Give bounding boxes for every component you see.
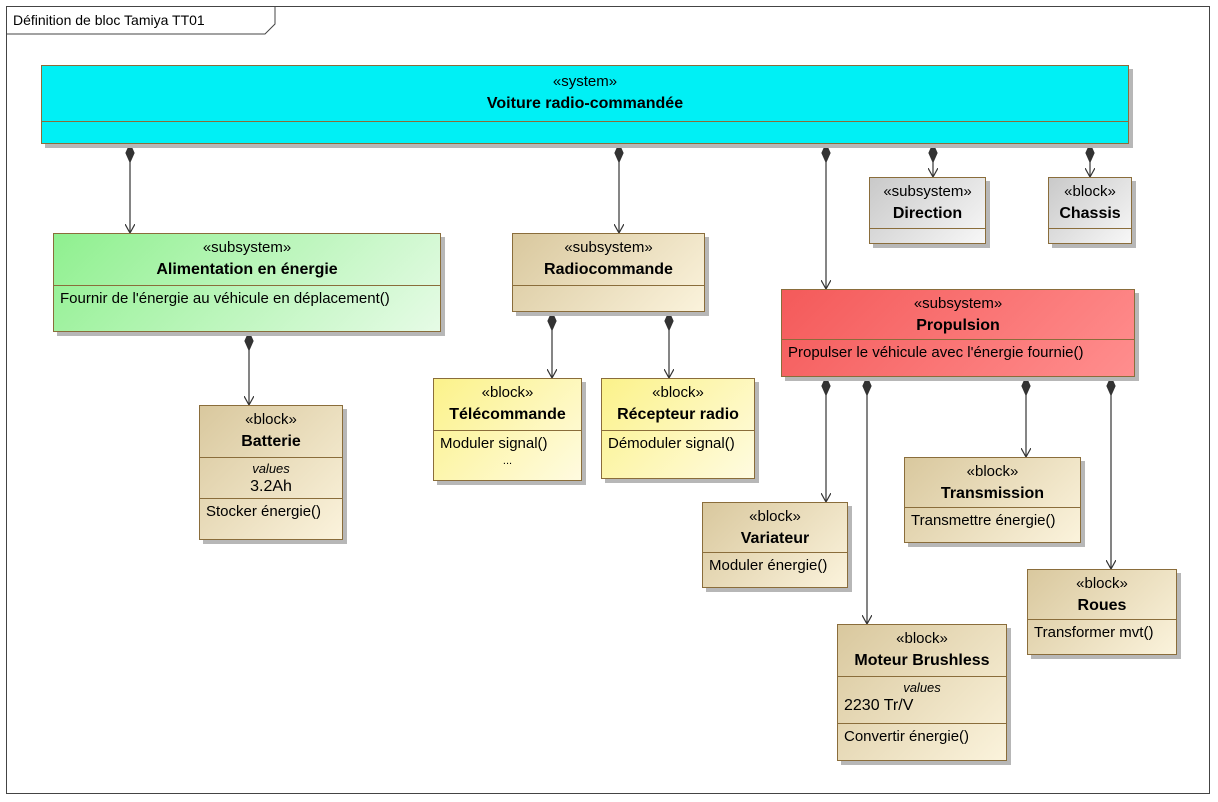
diagram-frame: Définition de bloc Tamiya TT01 <box>6 6 1210 794</box>
block-roues[interactable]: «block» Roues Transformer mvt() <box>1027 569 1177 655</box>
stereotype: «block» <box>652 384 704 401</box>
link-propulsion-moteur <box>863 375 871 623</box>
operation: Fournir de l'énergie au véhicule en dépl… <box>60 290 390 307</box>
block-telecommande[interactable]: «block» Télécommande Moduler signal() ..… <box>433 378 582 481</box>
operation: Transmettre énergie() <box>911 512 1056 529</box>
stereotype: «block» <box>481 384 534 401</box>
link-propulsion-variateur <box>822 375 830 501</box>
link-propulsion-roues <box>1107 375 1115 568</box>
stereotype: «system» <box>552 73 618 90</box>
block-name: Variateur <box>740 530 810 547</box>
operation: Démoduler signal() <box>608 435 735 452</box>
block-alimentation[interactable]: «subsystem» Alimentation en énergie Four… <box>53 233 441 332</box>
block-moteur[interactable]: «block» Moteur Brushless values 2230 Tr/… <box>837 624 1007 761</box>
block-propulsion[interactable]: «subsystem» Propulsion Propulser le véhi… <box>781 289 1135 377</box>
operation: Convertir énergie() <box>844 728 970 745</box>
link-voiture-alimentation <box>126 142 134 232</box>
block-name: Chassis <box>1059 205 1121 222</box>
block-direction[interactable]: «subsystem» Direction <box>869 177 986 244</box>
stereotype: «block» <box>966 463 1019 480</box>
block-name: Direction <box>892 205 963 222</box>
block-name: Voiture radio-commandée <box>486 95 684 112</box>
link-voiture-propulsion <box>822 142 830 288</box>
operation: Moduler signal() <box>440 435 548 452</box>
block-batterie[interactable]: «block» Batterie values 3.2Ah Stocker én… <box>199 405 343 540</box>
stereotype: «block» <box>1064 183 1116 200</box>
operation: Stocker énergie() <box>206 503 322 520</box>
stereotype: «subsystem» <box>883 183 972 200</box>
frame-title: Définition de bloc Tamiya TT01 <box>13 12 205 28</box>
block-variateur[interactable]: «block» Variateur Moduler énergie() <box>702 502 848 588</box>
link-voiture-chassis <box>1086 142 1094 176</box>
more-indicator: ... <box>502 455 513 467</box>
operation: Moduler énergie() <box>709 557 828 574</box>
link-radiocommande-recepteur <box>665 310 673 377</box>
values-label: values <box>252 461 290 476</box>
link-propulsion-transmission <box>1022 375 1030 456</box>
operation: Transformer mvt() <box>1034 624 1154 641</box>
block-name: Roues <box>1077 597 1127 614</box>
block-recepteur[interactable]: «block» Récepteur radio Démoduler signal… <box>601 378 755 479</box>
stereotype: «block» <box>896 630 948 647</box>
block-name: Propulsion <box>916 317 1000 334</box>
block-voiture[interactable]: «system» Voiture radio-commandée <box>41 65 1129 144</box>
stereotype: «subsystem» <box>202 239 292 256</box>
block-transmission[interactable]: «block» Transmission Transmettre énergie… <box>904 457 1081 543</box>
link-voiture-direction <box>929 142 937 176</box>
block-name: Transmission <box>940 485 1045 502</box>
block-chassis[interactable]: «block» Chassis <box>1048 177 1132 244</box>
value: 2230 Tr/V <box>844 697 914 714</box>
operation: Propulser le véhicule avec l'énergie fou… <box>788 344 1084 361</box>
stereotype: «block» <box>1076 575 1128 592</box>
stereotype: «block» <box>245 411 297 428</box>
block-name: Télécommande <box>449 406 566 423</box>
block-name: Récepteur radio <box>617 406 739 423</box>
value: 3.2Ah <box>250 478 292 495</box>
link-radiocommande-telecommande <box>548 310 556 377</box>
block-name: Radiocommande <box>544 261 673 278</box>
link-alimentation-batterie <box>245 330 253 404</box>
stereotype: «subsystem» <box>913 295 1003 312</box>
stereotype: «subsystem» <box>564 239 653 256</box>
frame-title-tab <box>7 7 276 35</box>
block-name: Moteur Brushless <box>854 652 990 669</box>
block-radiocommande[interactable]: «subsystem» Radiocommande <box>512 233 705 312</box>
block-name: Alimentation en énergie <box>156 261 338 278</box>
values-label: values <box>903 680 941 695</box>
link-voiture-radiocommande <box>615 142 623 232</box>
block-name: Batterie <box>241 433 301 450</box>
stereotype: «block» <box>749 508 801 525</box>
